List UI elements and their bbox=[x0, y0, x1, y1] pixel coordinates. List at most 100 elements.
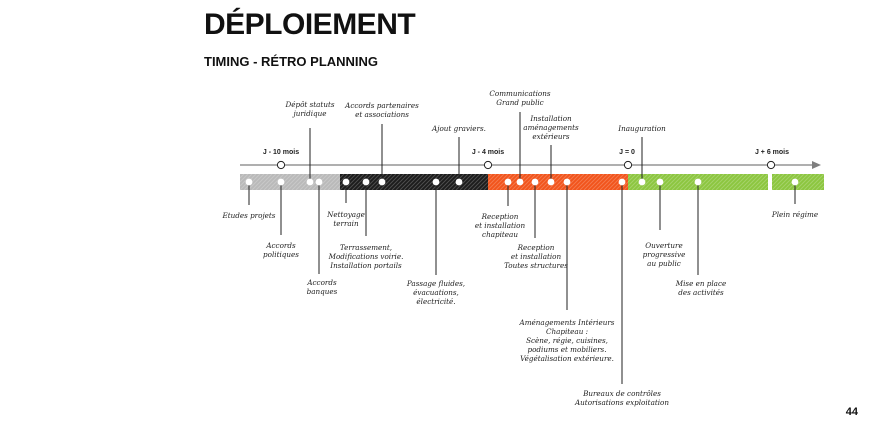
bar-hatch bbox=[671, 173, 689, 191]
milestone-label: J = 0 bbox=[619, 149, 635, 156]
event-label: Etudes projets bbox=[221, 211, 275, 220]
bar-hatch bbox=[643, 173, 661, 191]
event-label: Terrassement,Modifications voirie.Instal… bbox=[328, 243, 404, 270]
bar-hatch bbox=[683, 173, 701, 191]
bar-hatch bbox=[383, 173, 401, 191]
bar-hatch bbox=[667, 173, 685, 191]
bar-hatch bbox=[411, 173, 429, 191]
bar-hatch bbox=[819, 185, 825, 191]
bar-hatch bbox=[495, 173, 513, 191]
bar-hatch bbox=[723, 173, 741, 191]
bar-hatch bbox=[591, 173, 609, 191]
bar-hatch bbox=[347, 173, 365, 191]
bar-hatch bbox=[251, 173, 269, 191]
bar-hatch bbox=[579, 173, 597, 191]
bar-hatch bbox=[283, 173, 301, 191]
bar-hatch bbox=[423, 173, 441, 191]
event-node bbox=[504, 178, 512, 186]
milestone-marker bbox=[623, 160, 633, 170]
bar-hatch bbox=[467, 173, 485, 191]
bar-hatch bbox=[811, 177, 825, 191]
event-node bbox=[306, 178, 314, 186]
milestone-marker bbox=[276, 160, 286, 170]
event-node bbox=[432, 178, 440, 186]
bar-hatch bbox=[367, 173, 385, 191]
bar-hatch bbox=[487, 173, 501, 187]
event-node bbox=[547, 178, 555, 186]
segment-grey bbox=[240, 174, 340, 190]
bar-hatch bbox=[343, 173, 361, 191]
bar-hatch bbox=[351, 173, 369, 191]
bar-hatch bbox=[587, 173, 605, 191]
bar-hatch bbox=[595, 173, 613, 191]
bar-hatch bbox=[291, 173, 309, 191]
bar-hatch bbox=[439, 173, 457, 191]
bar-hatch bbox=[339, 173, 349, 183]
bar-hatch bbox=[675, 173, 693, 191]
bar-hatch bbox=[255, 173, 273, 191]
bar-hatch bbox=[415, 173, 433, 191]
bar-hatch bbox=[379, 173, 397, 191]
bar-hatch bbox=[583, 173, 601, 191]
bar-hatch bbox=[263, 173, 281, 191]
milestone-label: J - 10 mois bbox=[263, 149, 299, 156]
bar-hatch bbox=[627, 173, 633, 179]
bar-hatch bbox=[735, 173, 753, 191]
bar-hatch bbox=[267, 173, 285, 191]
bar-hatch bbox=[259, 173, 277, 191]
event-node bbox=[342, 178, 350, 186]
bar-hatch bbox=[639, 173, 657, 191]
bar-hatch bbox=[487, 173, 497, 183]
bar-hatch bbox=[607, 173, 625, 191]
event-node bbox=[531, 178, 539, 186]
event-node bbox=[563, 178, 571, 186]
event-node bbox=[618, 178, 626, 186]
bar-hatch bbox=[239, 173, 245, 179]
bar-hatch bbox=[279, 173, 297, 191]
bar-hatch bbox=[491, 173, 509, 191]
page-title: DÉPLOIEMENT bbox=[204, 8, 416, 41]
bar-hatch bbox=[335, 185, 341, 191]
bar-hatch bbox=[399, 173, 417, 191]
bar-hatch bbox=[547, 173, 565, 191]
segment-black bbox=[340, 174, 488, 190]
bar-hatch bbox=[763, 185, 769, 191]
bar-hatch bbox=[739, 173, 757, 191]
bar-hatch bbox=[771, 173, 789, 191]
event-node bbox=[378, 178, 386, 186]
milestone-marker bbox=[483, 160, 493, 170]
segment-orange bbox=[488, 174, 628, 190]
bar-hatch bbox=[431, 173, 449, 191]
event-node bbox=[791, 178, 799, 186]
bar-hatch bbox=[711, 173, 729, 191]
bar-hatch bbox=[755, 177, 769, 191]
bar-hatch bbox=[287, 173, 305, 191]
event-label: Plein régime bbox=[771, 210, 818, 219]
page-number: 44 bbox=[845, 406, 858, 418]
event-label: Ajout graviers. bbox=[431, 124, 486, 133]
bar-hatch bbox=[699, 173, 717, 191]
bar-hatch bbox=[567, 173, 585, 191]
bar-hatch bbox=[719, 173, 737, 191]
bar-hatch bbox=[391, 173, 409, 191]
bar-hatch bbox=[295, 173, 313, 191]
bar-hatch bbox=[603, 173, 621, 191]
event-node bbox=[638, 178, 646, 186]
bar-hatch bbox=[519, 173, 537, 191]
page-subtitle: TIMING - RÉTRO PLANNING bbox=[204, 54, 379, 69]
bar-hatch bbox=[487, 173, 493, 179]
bar-hatch bbox=[483, 185, 489, 191]
bar-hatch bbox=[515, 173, 533, 191]
bar-hatch bbox=[319, 173, 337, 191]
milestone-label: J - 4 mois bbox=[472, 149, 504, 156]
bar-hatch bbox=[419, 173, 437, 191]
